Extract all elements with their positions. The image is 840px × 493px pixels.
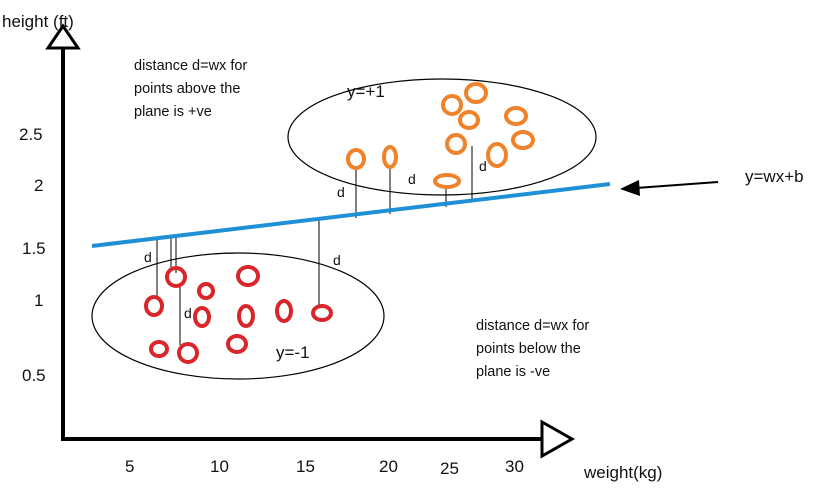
- y-tick-label: 2: [34, 176, 43, 195]
- x-tick-label: 30: [505, 457, 524, 476]
- x-tick-label: 10: [210, 457, 229, 476]
- distance-labels: d d d d d d: [144, 158, 487, 321]
- pointer-arrow-shaft: [635, 181, 719, 189]
- y-tick-label: 1.5: [22, 239, 46, 258]
- note-line: distance d=wx for: [134, 58, 247, 74]
- positive-point: [458, 110, 480, 130]
- negative-point: [149, 340, 169, 358]
- y-axis-arrowhead: [45, 23, 81, 50]
- x-tick-label: 25: [440, 459, 459, 478]
- negative-point: [177, 342, 199, 364]
- y-tick-label: 2.5: [19, 125, 43, 144]
- equation-pointer: [620, 180, 719, 196]
- positive-point: [445, 133, 467, 155]
- positive-point: [511, 130, 535, 150]
- negative-point: [226, 334, 248, 354]
- positive-point: [433, 173, 461, 189]
- positive-point: [486, 142, 508, 168]
- positive-point: [382, 145, 398, 169]
- hyperplane-line: [91, 182, 611, 248]
- distance-label: d: [184, 305, 192, 321]
- distance-label: d: [337, 184, 345, 200]
- positive-point: [441, 94, 463, 116]
- negative-point: [275, 299, 293, 323]
- y-tick-label: 1: [34, 291, 43, 310]
- distance-label: d: [333, 252, 341, 268]
- note-line: distance d=wx for: [476, 318, 589, 334]
- x-tick-label: 5: [125, 457, 134, 476]
- positive-point: [504, 106, 528, 126]
- positive-class-label: y=+1: [347, 82, 385, 101]
- line-equation-label: y=wx+b: [745, 167, 804, 186]
- negative-point: [311, 304, 333, 322]
- positive-class-ellipse: [287, 78, 597, 196]
- negative-point: [237, 304, 255, 328]
- distance-label: d: [408, 171, 416, 187]
- negative-point: [144, 295, 164, 317]
- positive-point: [346, 148, 366, 170]
- x-axis-label: weight(kg): [583, 463, 662, 482]
- axes: [45, 23, 576, 459]
- y-tick-label: 0.5: [22, 366, 46, 385]
- distance-label: d: [144, 249, 152, 265]
- distance-label: d: [479, 158, 487, 174]
- note-line: plane is -ve: [476, 364, 550, 380]
- x-axis-arrowhead: [540, 419, 576, 459]
- note-line: points above the: [134, 81, 240, 97]
- x-tick-labels: 5 10 15 20 25 30: [125, 457, 524, 478]
- note-line: points below the: [476, 341, 581, 357]
- negative-point: [193, 306, 211, 328]
- x-tick-label: 15: [296, 457, 315, 476]
- negative-class-ellipse: [91, 252, 385, 380]
- pointer-arrowhead: [620, 180, 640, 196]
- negative-points: [144, 265, 333, 364]
- y-axis-label: height (ft): [2, 12, 74, 31]
- x-tick-label: 20: [379, 457, 398, 476]
- positive-point: [464, 82, 488, 104]
- negative-point: [165, 266, 187, 288]
- y-tick-labels: 2.5 2 1.5 1 0.5: [19, 125, 46, 385]
- negative-point: [236, 265, 260, 287]
- positive-points: [346, 82, 535, 189]
- negative-class-label: y=-1: [276, 343, 310, 362]
- negative-point: [197, 282, 215, 300]
- note-line: plane is +ve: [134, 104, 212, 120]
- above-plane-note: distance d=wx for points above the plane…: [134, 58, 247, 120]
- below-plane-note: distance d=wx for points below the plane…: [476, 318, 589, 380]
